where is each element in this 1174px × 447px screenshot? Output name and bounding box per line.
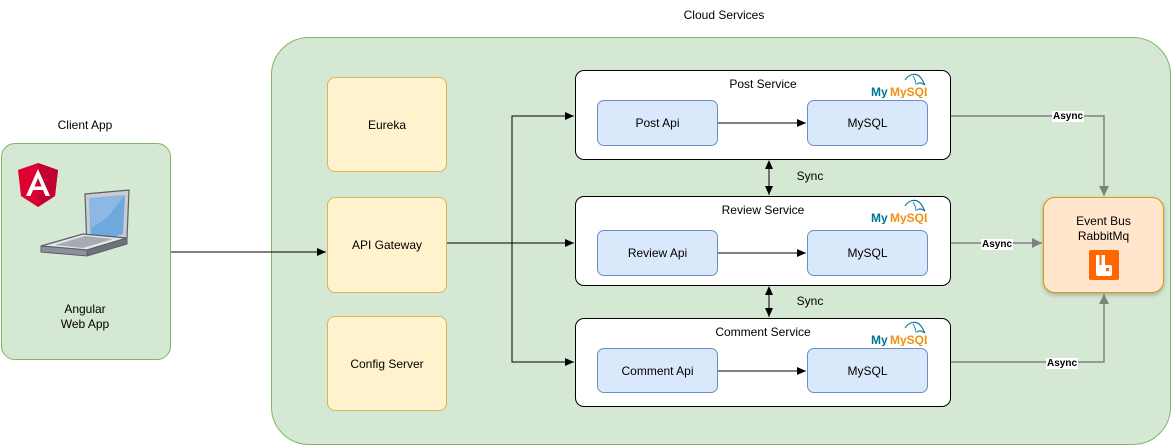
config-server-box[interactable]: Config Server [327, 316, 447, 411]
mysql-logo-text: MySQL [890, 211, 927, 224]
async-label-comment: Async [1046, 358, 1079, 369]
async-label-review: Async [981, 239, 1014, 250]
angular-app-label-line2: Web App [60, 317, 110, 331]
review-api-label: Review Api [627, 246, 688, 260]
review-mysql-label: MySQL [847, 246, 888, 260]
svg-text:My: My [871, 211, 888, 224]
sync-label-1: Sync [796, 169, 824, 183]
angular-app-label-line1: Angular [64, 302, 106, 316]
laptop-icon [40, 189, 130, 257]
eureka-box[interactable]: Eureka [327, 77, 447, 172]
post-mysql-box[interactable]: MySQL [807, 100, 928, 146]
rabbitmq-logo-icon [1089, 250, 1119, 280]
event-bus-label-line2: RabbitMq [1077, 229, 1130, 243]
comment-mysql-box[interactable]: MySQL [807, 348, 928, 393]
api-gateway-box[interactable]: API Gateway [327, 197, 447, 293]
post-service-title: Post Service [729, 77, 797, 91]
sync-label-2: Sync [796, 294, 824, 308]
mysql-logo-icon: My MySQL [871, 321, 927, 346]
review-service-title: Review Service [721, 203, 805, 217]
config-server-label: Config Server [350, 356, 424, 371]
angular-logo-icon [18, 163, 58, 207]
comment-service-title: Comment Service [715, 325, 811, 339]
review-mysql-box[interactable]: MySQL [807, 230, 928, 276]
eureka-label: Eureka [367, 117, 407, 132]
mysql-logo-text: MySQL [890, 85, 927, 98]
api-gateway-label: API Gateway [351, 238, 423, 252]
comment-mysql-label: MySQL [847, 363, 888, 378]
mysql-logo-text: MySQL [890, 333, 927, 346]
post-api-label: Post Api [635, 116, 680, 130]
comment-to-eventbus-async-edge [951, 294, 1109, 363]
post-mysql-label: MySQL [847, 116, 888, 130]
comment-api-label: Comment Api [621, 363, 694, 378]
comment-api-box[interactable]: Comment Api [597, 348, 718, 393]
post-to-eventbus-async-edge [951, 115, 1109, 196]
mysql-logo-icon: My MySQL [871, 199, 927, 224]
svg-text:My: My [871, 333, 888, 346]
client-app-title: Client App [57, 118, 113, 132]
gateway-to-post-edge [511, 112, 574, 243]
review-api-box[interactable]: Review Api [597, 230, 718, 276]
post-api-box[interactable]: Post Api [597, 100, 718, 146]
svg-text:My: My [871, 85, 888, 98]
mysql-logo-icon: My MySQL [871, 73, 927, 98]
cloud-services-title: Cloud Services [683, 8, 765, 22]
event-bus-label-line1: Event Bus [1076, 214, 1131, 228]
async-label-post: Async [1052, 111, 1085, 122]
gateway-to-comment-edge [511, 243, 574, 366]
